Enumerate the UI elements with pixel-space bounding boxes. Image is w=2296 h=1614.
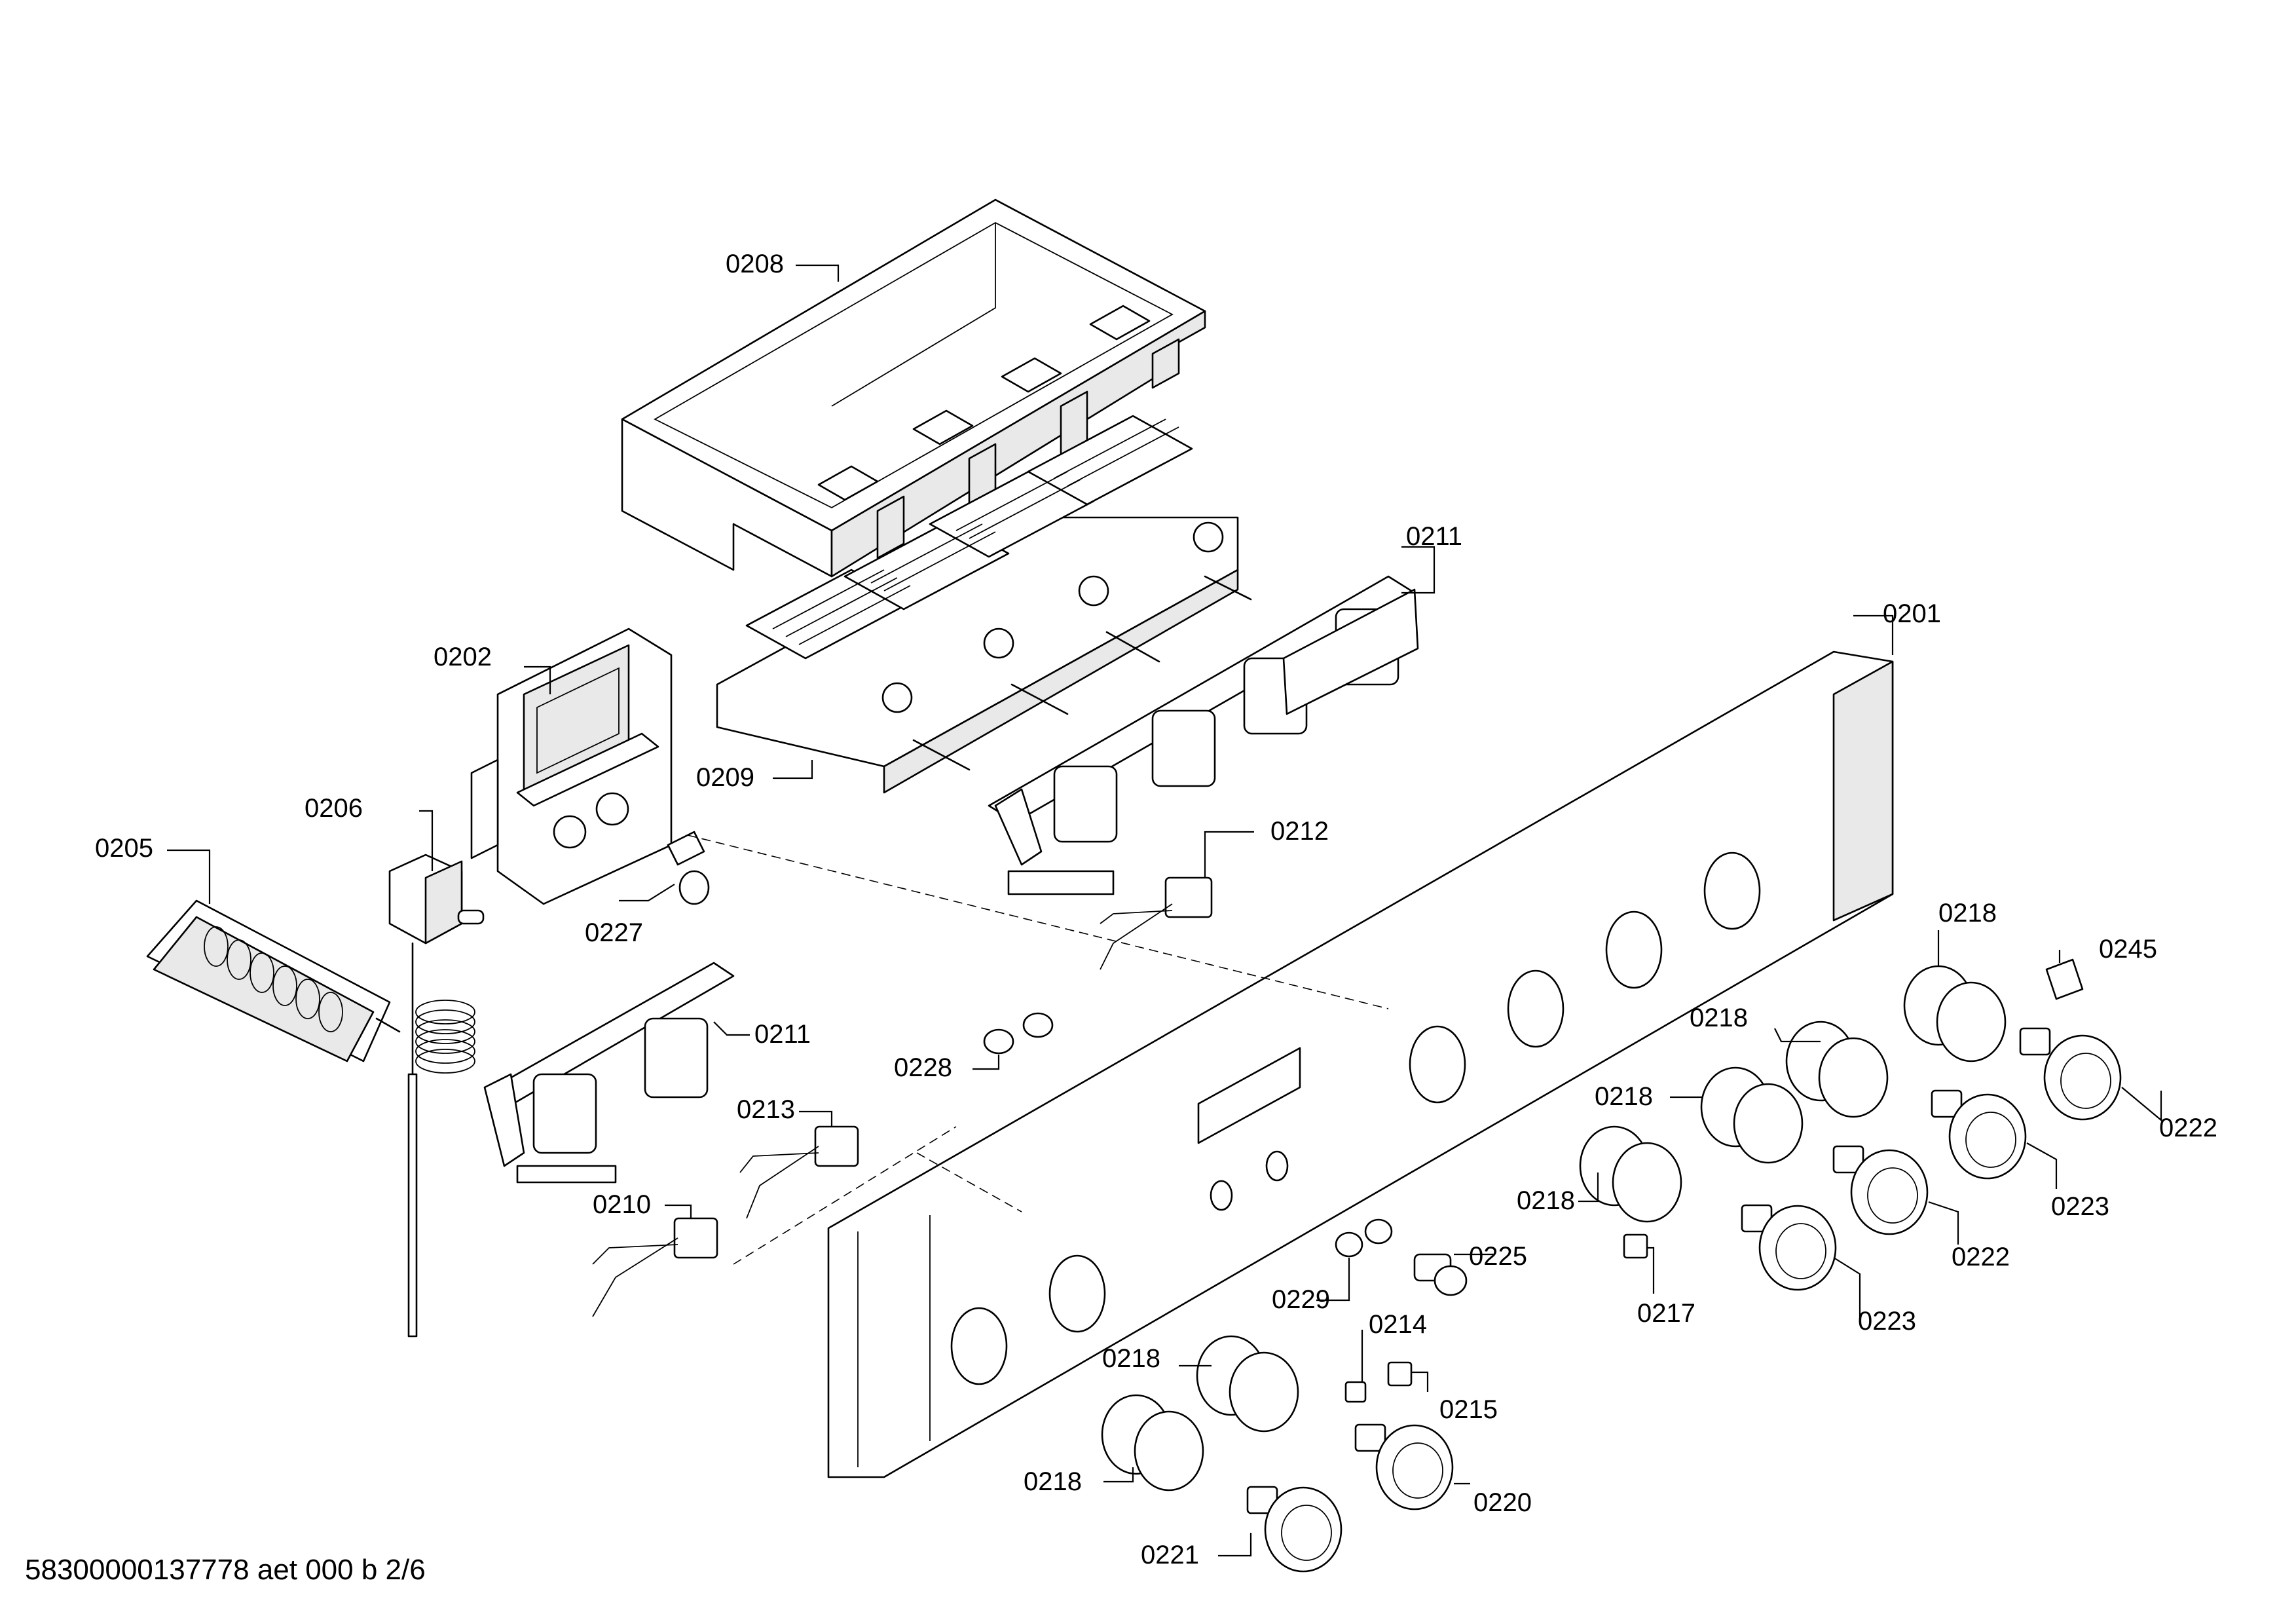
callout-0218-a: 0218 [1938, 899, 1997, 928]
callout-labels: 0208 0201 0202 0209 0211 0206 0205 0227 … [95, 250, 2217, 1569]
part-0223-knob-a [1931, 1089, 2027, 1180]
part-0214-clip [1344, 1381, 1367, 1403]
callout-0212: 0212 [1270, 817, 1329, 846]
part-0209-switch-block [716, 415, 1252, 794]
part-0229-indicator-lamp [1335, 1218, 1393, 1258]
callout-0218-b: 0218 [1690, 1004, 1748, 1032]
callout-0222-a: 0222 [2159, 1114, 2217, 1142]
callout-0223-b: 0223 [1858, 1307, 1916, 1336]
callout-0229: 0229 [1272, 1285, 1330, 1314]
part-0227-small-switch [667, 831, 710, 905]
callout-0202: 0202 [434, 643, 492, 671]
part-0213-wiring-harness [739, 1125, 859, 1219]
callout-0209: 0209 [696, 763, 754, 792]
callout-0228: 0228 [894, 1053, 952, 1082]
callout-0205: 0205 [95, 834, 153, 863]
part-0202-control-module [470, 628, 673, 905]
part-0206-thermostat [388, 854, 485, 1338]
part-0225-push-button [1413, 1253, 1468, 1296]
document-id: 58300000137778 aet 000 b 2/6 [25, 1554, 426, 1586]
callout-0245: 0245 [2099, 935, 2157, 964]
part-0222-knob-b [1832, 1145, 1929, 1235]
part-0215-clip [1387, 1361, 1413, 1387]
callout-0218-c: 0218 [1595, 1082, 1653, 1111]
callout-0217: 0217 [1637, 1299, 1695, 1328]
part-0208-housing-tray [621, 198, 1206, 578]
part-0211-bracket-upper [988, 575, 1419, 895]
callout-0227: 0227 [585, 918, 643, 947]
callout-0218-d: 0218 [1517, 1186, 1575, 1215]
callout-0221: 0221 [1141, 1541, 1199, 1569]
callout-0215: 0215 [1439, 1395, 1498, 1424]
callout-0223-a: 0223 [2051, 1192, 2109, 1221]
callout-0208: 0208 [726, 250, 784, 278]
part-0211-bracket-lower [483, 962, 735, 1184]
part-0205-selector-switch [146, 899, 401, 1062]
callout-0220: 0220 [1473, 1488, 1532, 1517]
callout-0201: 0201 [1883, 599, 1941, 628]
part-0201-control-panel [827, 650, 1894, 1478]
callout-0213: 0213 [737, 1095, 795, 1124]
callout-0225: 0225 [1469, 1242, 1527, 1271]
part-0210-wiring-harness [592, 1217, 718, 1317]
callout-0218-e: 0218 [1102, 1344, 1160, 1373]
callout-0206: 0206 [305, 794, 363, 823]
part-0245-trim [2045, 958, 2084, 1000]
callout-0210: 0210 [593, 1190, 651, 1219]
callout-0214: 0214 [1369, 1310, 1427, 1339]
callout-0211-lower: 0211 [754, 1020, 811, 1049]
part-0223-knob-b [1741, 1204, 1837, 1291]
callout-0222-b: 0222 [1952, 1243, 2010, 1271]
part-0222-knob-a [2019, 1027, 2122, 1121]
part-0220-knob [1354, 1423, 1454, 1511]
part-0217-clip [1623, 1233, 1648, 1259]
assembly-guide-lines [687, 835, 1389, 1265]
part-0221-knob [1246, 1486, 1342, 1573]
part-0218-knob-covers [1101, 965, 2007, 1492]
part-0212-wiring-harness [1100, 876, 1213, 970]
part-0228-clips [983, 1012, 1054, 1055]
callout-0211-upper: 0211 [1406, 522, 1462, 551]
callout-0218-f: 0218 [1024, 1467, 1082, 1496]
callout-leaders [167, 264, 2162, 1557]
